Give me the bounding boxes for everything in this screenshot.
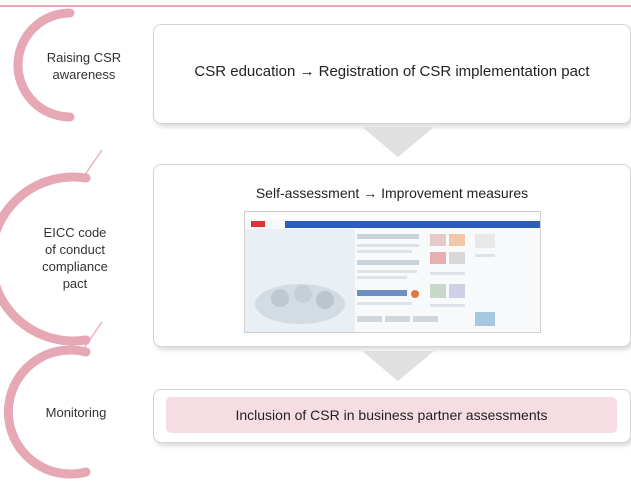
- stage-raising-awareness: Raising CSR awareness: [46, 50, 122, 82]
- website-screenshot-image: [244, 211, 541, 333]
- partner-assessment-text: Inclusion of CSR in business partner ass…: [166, 397, 617, 433]
- csr-education-box: CSR education → Registration of CSR impl…: [153, 24, 631, 124]
- stage-monitoring: Monitoring: [45, 404, 107, 420]
- down-chevron-icon: [362, 127, 434, 157]
- self-assessment-text: Self-assessment → Improvement measures: [255, 185, 529, 201]
- csr-education-text: CSR education → Registration of CSR impl…: [194, 63, 590, 80]
- stage-eicc-compliance: EICC code of conduct compliance pact: [42, 225, 108, 291]
- down-chevron-icon: [362, 351, 434, 381]
- top-divider: [0, 5, 631, 7]
